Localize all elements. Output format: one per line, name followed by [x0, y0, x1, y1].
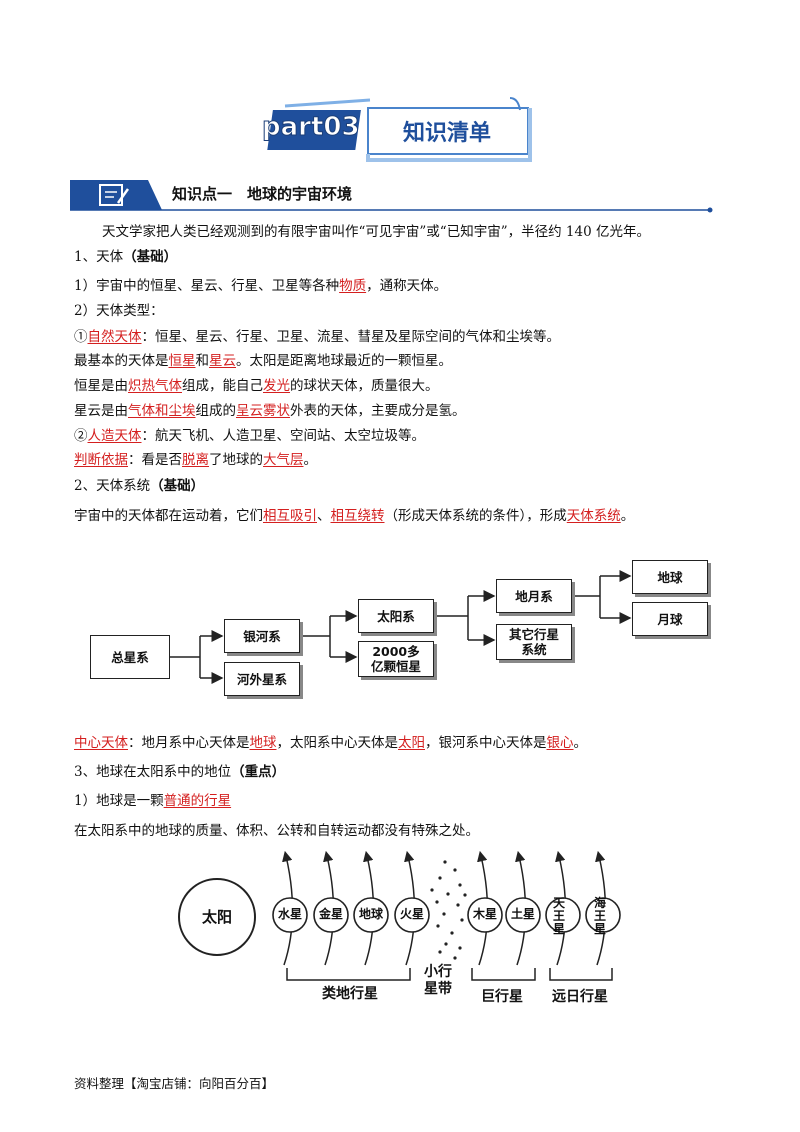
paragraph-artificial: ②人造天体：航天飞机、人造卫星、空间站、太空垃圾等。 [74, 428, 425, 444]
box-earth: 地球 [632, 560, 708, 594]
asteroid-dot [442, 912, 446, 916]
planet-venus: 金星 [318, 907, 343, 921]
paragraph-basic: 最基本的天体是恒星和星云。太阳是距离地球最近的一颗恒星。 [74, 353, 452, 369]
planet-circle [313, 897, 349, 933]
paragraph-2: 2）天体类型： [74, 303, 164, 319]
asteroid-dot [458, 883, 462, 887]
box-earth-moon: 地月系 [496, 579, 572, 613]
footer: 资料整理【淘宝店铺：向阳百分百】 [74, 1076, 275, 1091]
asteroid-dot [458, 946, 462, 950]
asteroid-dot [436, 924, 440, 928]
paragraph-systems: 宇宙中的天体都在运动着，它们相互吸引、相互绕转（形成天体系统的条件），形成天体系… [74, 508, 635, 524]
asteroid-dot [453, 956, 457, 960]
planet-earth: 地球 [358, 907, 383, 921]
box-total-galaxy: 总星系 [90, 635, 170, 679]
group-asteroid-belt: 小行星带 [424, 964, 452, 997]
paragraph-1: 1）宇宙中的恒星、星云、行星、卫星等各种物质，通称天体。 [74, 278, 448, 294]
section-title: 知识点一 地球的宇宙环境 [172, 185, 353, 203]
heading-earth-position: 3、地球在太阳系中的地位（重点） [74, 764, 286, 780]
box-solar-system: 太阳系 [358, 599, 434, 633]
paragraph-natural: ①自然天体：恒星、星云、行星、卫星、流星、彗星及星际空间的气体和尘埃等。 [74, 329, 560, 345]
planet-circle [505, 897, 541, 933]
box-moon: 月球 [632, 602, 708, 636]
banner-decoration [267, 97, 532, 162]
planet-circle [272, 897, 308, 933]
notepad-icon [99, 184, 130, 206]
asteroid-dot [460, 918, 464, 922]
paragraph-no-special: 在太阳系中的地球的质量、体积、公转和自转运动都没有特殊之处。 [74, 823, 479, 839]
paragraph-criteria: 判断依据：看是否脱离了地球的大气层。 [74, 452, 317, 468]
asteroid-dot [443, 860, 447, 864]
box-other-stars: 2000多亿颗恒星 [358, 641, 434, 677]
intro-paragraph: 天文学家把人类已经观测到的有限宇宙叫作“可见宇宙”或“已知宇宙”，半径约 140… [102, 224, 650, 240]
planet-circle [353, 897, 389, 933]
planet-circle [394, 897, 430, 933]
planet-circle [545, 897, 581, 933]
asteroid-dot [446, 892, 450, 896]
asteroid-dot [453, 868, 457, 872]
sun-label: 太阳 [201, 908, 232, 926]
paragraph-center: 中心天体：地月系中心天体是地球，太阳系中心天体是太阳，银河系中心天体是银心。 [74, 735, 587, 751]
planet-neptune: 海王星 [593, 896, 606, 936]
asteroid-dot [456, 903, 460, 907]
heading-celestial-bodies: 1、天体（基础） [74, 249, 178, 265]
planet-mercury: 水星 [277, 907, 302, 921]
planet-saturn: 土星 [510, 907, 535, 921]
box-extragalactic: 河外星系 [224, 662, 300, 696]
asteroid-dot [463, 893, 467, 897]
paragraph-nebula: 星云是由气体和尘埃组成的呈云雾状外表的天体，主要成分是氢。 [74, 403, 466, 419]
paragraph-ordinary: 1）地球是一颗普通的行星 [74, 793, 232, 809]
planet-circle [467, 897, 503, 933]
group-brackets [286, 968, 613, 981]
banner-part-label: part03 [262, 112, 361, 143]
group-giant: 巨行星 [481, 989, 523, 1005]
group-terrestrial: 类地行星 [322, 986, 378, 1002]
asteroid-dot [450, 931, 454, 935]
sun-circle [178, 878, 256, 956]
planet-jupiter: 木星 [472, 907, 497, 921]
group-far-sun: 远日行星 [552, 989, 608, 1005]
box-milky-way: 银河系 [224, 619, 300, 653]
planet-circle [585, 897, 621, 933]
paragraph-star: 恒星是由炽热气体组成，能自己发光的球状天体，质量很大。 [74, 378, 439, 394]
planet-uranus: 天王星 [552, 896, 565, 936]
banner-title: 知识清单 [402, 121, 491, 146]
planet-mars: 火星 [399, 907, 424, 921]
asteroid-dot [444, 942, 448, 946]
box-other-planets: 其它行星系统 [496, 624, 572, 660]
asteroid-dot [438, 950, 442, 954]
asteroid-dot [438, 876, 442, 880]
section-header-bar [70, 180, 713, 213]
asteroid-dot [430, 888, 434, 892]
heading-systems: 2、天体系统（基础） [74, 478, 205, 494]
asteroid-dot [435, 900, 439, 904]
